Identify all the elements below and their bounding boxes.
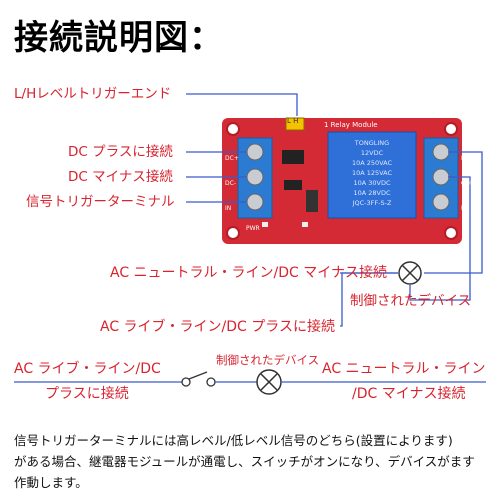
jumper-cap [285, 117, 305, 131]
relay-line1: 12VDC [360, 149, 384, 157]
wire-com [409, 176, 471, 301]
mount-hole-icon [444, 226, 458, 240]
description-line3: 作動します。 [14, 475, 88, 490]
relay-line4: 10A 30VDC [353, 179, 391, 187]
label-ac-live-dc-plus: AC ライブ・ライン/DC プラスに接続 [100, 319, 335, 335]
mount-hole-icon [226, 122, 240, 136]
chip [306, 190, 318, 212]
left-pin-labels: DC+ DC- IN [225, 146, 239, 221]
label-controlled-device-1: 制御されたデバイス [350, 293, 472, 309]
description-line1: 信号トリガーターミナルには高レベル/低レベル信号のどちら(設置によります) [14, 433, 453, 448]
label-ac-neutral-line1: AC ニュートラル・ライン [322, 361, 486, 377]
relay-brand: TONGLING [354, 139, 390, 147]
relay-cube [327, 131, 417, 219]
wire-trigger-end [186, 93, 298, 116]
screw-icon [246, 193, 264, 211]
description: 信号トリガーターミナルには高レベル/低レベル信号のどちら(設置によります) があ… [14, 430, 490, 493]
pin-com: COM [461, 180, 476, 187]
pin-dc-minus: DC- [225, 180, 236, 187]
label-controlled-device-2: 制御されたデバイス [216, 353, 320, 367]
relay-text: TONGLING 12VDC 10A 250VAC 10A 125VAC 10A… [332, 138, 412, 208]
label-dc-minus: DC マイナス接続 [68, 169, 173, 185]
label-ac-neutral-line2: /DC マイナス接続 [352, 386, 466, 402]
pin-dc-plus: DC+ [225, 155, 239, 162]
right-pin-labels: NO COM NC [461, 146, 475, 221]
pwr-text: PWR [246, 225, 260, 232]
mount-hole-icon [226, 226, 240, 240]
relay-model: JQC-3FF-S-Z [352, 199, 392, 207]
led [262, 222, 268, 227]
relay-line3: 10A 125VAC [351, 169, 393, 177]
chip [284, 180, 302, 190]
page-title: 接続説明図： [14, 18, 224, 58]
relay-line2: 10A 250VAC [351, 159, 393, 167]
jumper-text: L H [287, 117, 299, 125]
description-line2: がある場合、継電器モジュールが通電し、スイッチがオンになり、デバイスがます [14, 454, 475, 469]
switch-contact-icon [206, 377, 216, 387]
screw-icon [432, 143, 450, 161]
wire-no [424, 151, 483, 274]
mount-hole-icon [444, 122, 458, 136]
screw-icon [432, 193, 450, 211]
label-signal-trigger: 信号トリガーターミナル [26, 194, 175, 210]
screw-icon [246, 143, 264, 161]
label-ac-neutral-dc-minus: AC ニュートラル・ライン/DC マイナス接続 [110, 265, 387, 281]
pin-nc: NC [461, 205, 470, 212]
chip [282, 150, 304, 164]
screw-icon [432, 168, 450, 186]
pin-no: NO [461, 155, 471, 162]
pin-in: IN [225, 205, 232, 212]
screw-icon [246, 168, 264, 186]
led [302, 222, 308, 227]
label-ac-live-line1: AC ライブ・ライン/DC [14, 361, 161, 377]
module-text: 1 Relay Module [324, 121, 378, 129]
label-ac-live-line2: プラスに接続 [45, 386, 129, 402]
switch-lever-icon [188, 371, 208, 380]
wire-device-live [340, 272, 398, 327]
relay-line5: 10A 28VDC [353, 189, 391, 197]
label-trigger-end: L/Hレベルトリガーエンド [14, 86, 172, 102]
switch-contact-icon [181, 377, 191, 387]
label-dc-plus: DC プラスに接続 [68, 144, 173, 160]
